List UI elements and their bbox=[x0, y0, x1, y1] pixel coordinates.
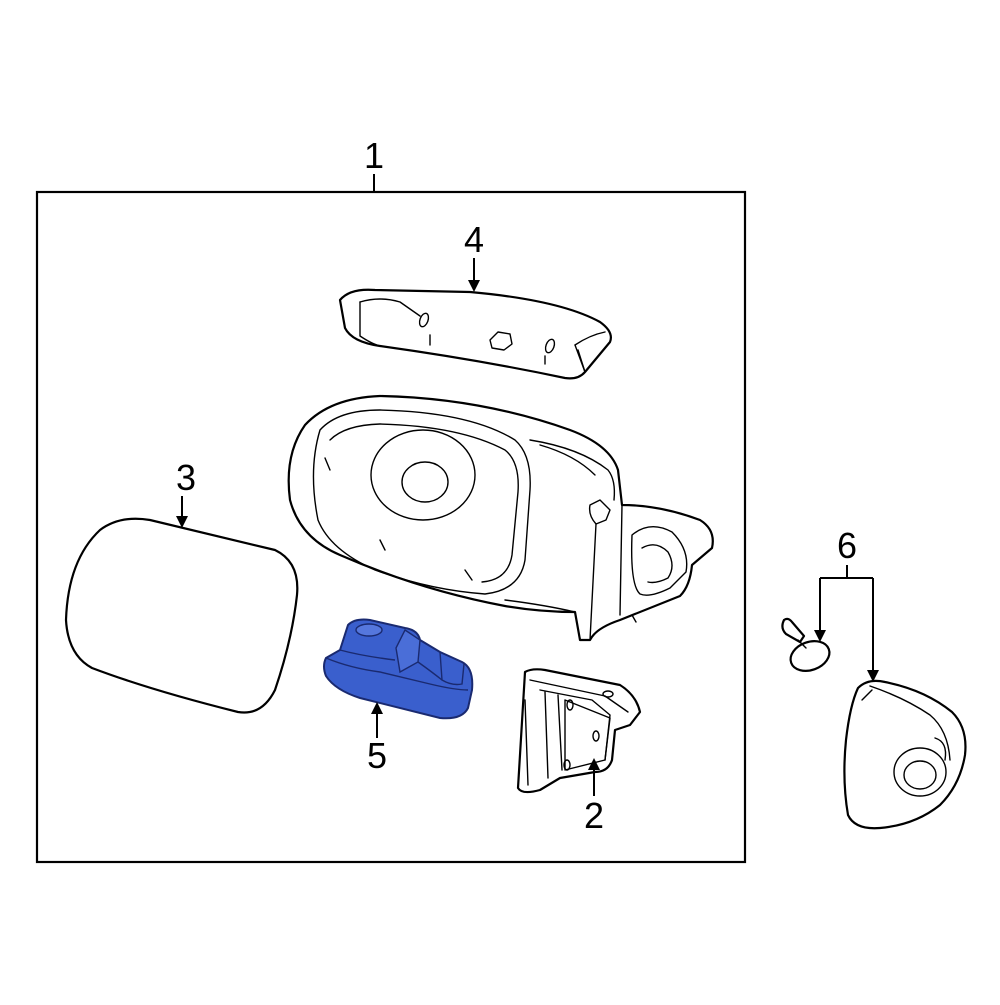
part-3-mirror-glass[interactable] bbox=[64, 517, 299, 714]
callout-4-arrow bbox=[468, 280, 480, 292]
callout-6: 6 bbox=[837, 525, 857, 566]
callout-5: 5 bbox=[367, 735, 387, 776]
callout-6-arrow-left bbox=[814, 630, 826, 642]
part-6-mirror-cap[interactable] bbox=[843, 679, 967, 830]
part-2-mounting-base[interactable] bbox=[516, 668, 642, 794]
callout-2-arrow bbox=[588, 758, 600, 770]
mirror-housing bbox=[287, 394, 714, 642]
callout-2: 2 bbox=[584, 795, 604, 836]
assembly-frame bbox=[35, 190, 747, 864]
callout-3: 3 bbox=[176, 457, 196, 498]
part-4-cover[interactable] bbox=[338, 288, 612, 380]
callout-3-arrow bbox=[176, 516, 188, 528]
part-6-screw[interactable] bbox=[781, 617, 833, 676]
callout-6-arrow-right bbox=[867, 670, 879, 682]
callout-1: 1 bbox=[364, 135, 384, 176]
part-5-highlighted[interactable] bbox=[323, 618, 474, 720]
callout-4: 4 bbox=[464, 219, 484, 260]
callout-5-arrow bbox=[371, 702, 383, 714]
